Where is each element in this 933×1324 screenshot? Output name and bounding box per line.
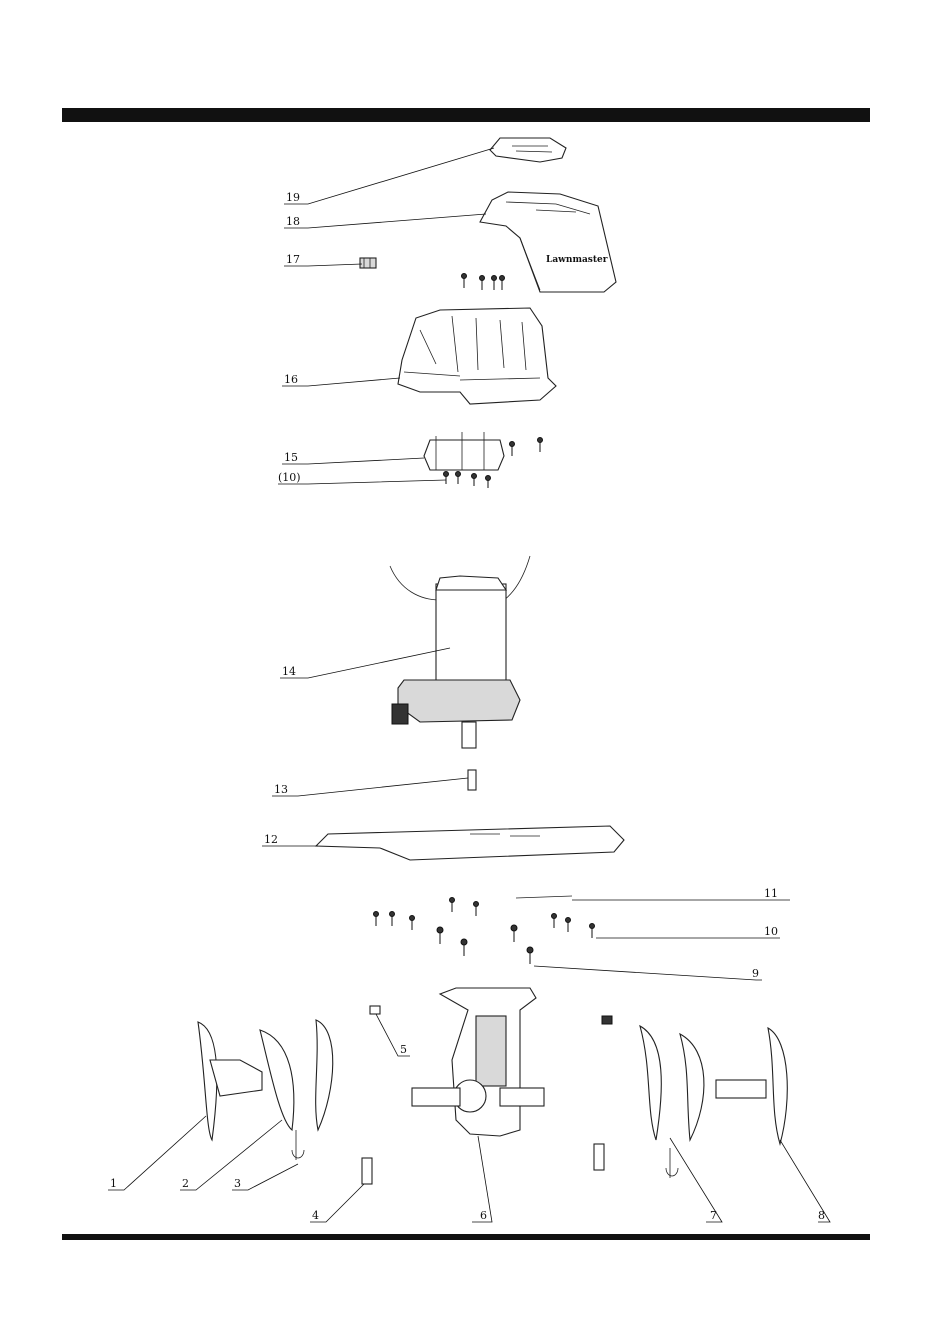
screw-set-18 xyxy=(462,274,505,291)
callout-7: 7 xyxy=(710,1209,717,1222)
callout-2: 2 xyxy=(182,1177,189,1190)
callout-10: 10 xyxy=(764,925,778,938)
part-13-shaft-pin xyxy=(468,770,476,790)
screw-set-middle xyxy=(374,898,595,965)
part-11-gasket xyxy=(516,896,572,898)
part-16-lower-housing xyxy=(398,308,556,404)
part-15-brush-holder xyxy=(424,432,543,470)
callout-6: 6 xyxy=(480,1209,487,1222)
callout-1: 1 xyxy=(110,1177,117,1190)
callout-17: 17 xyxy=(286,253,300,266)
part-19-lid xyxy=(490,138,566,162)
part-6-gearbox xyxy=(412,988,544,1136)
callout-3: 3 xyxy=(234,1177,241,1190)
part-7-8-right-tines xyxy=(640,1026,787,1144)
callout-15: 15 xyxy=(284,451,298,464)
callout-5: 5 xyxy=(400,1043,407,1056)
part-4-bolts xyxy=(362,1144,604,1184)
callout-13: 13 xyxy=(274,783,288,796)
part-3-clevis-pins xyxy=(292,1130,678,1178)
callout-19: 19 xyxy=(286,191,300,204)
callout-16: 16 xyxy=(284,373,298,386)
callout-10a: (10) xyxy=(278,471,301,484)
callout-11: 11 xyxy=(764,887,778,900)
callout-4: 4 xyxy=(312,1209,319,1222)
part-17-clip xyxy=(360,258,376,268)
part-12-base-plate xyxy=(316,826,624,860)
callout-8: 8 xyxy=(818,1209,825,1222)
screw-set-10a xyxy=(444,472,491,489)
callout-18: 18 xyxy=(286,215,300,228)
brand-logo-text: Lawnmaster xyxy=(546,255,608,265)
part-1-2-left-tines xyxy=(198,1020,333,1140)
part-14-motor xyxy=(390,556,530,748)
callout-9: 9 xyxy=(752,967,759,980)
callout-12: 12 xyxy=(264,833,278,846)
callout-14: 14 xyxy=(282,665,296,678)
